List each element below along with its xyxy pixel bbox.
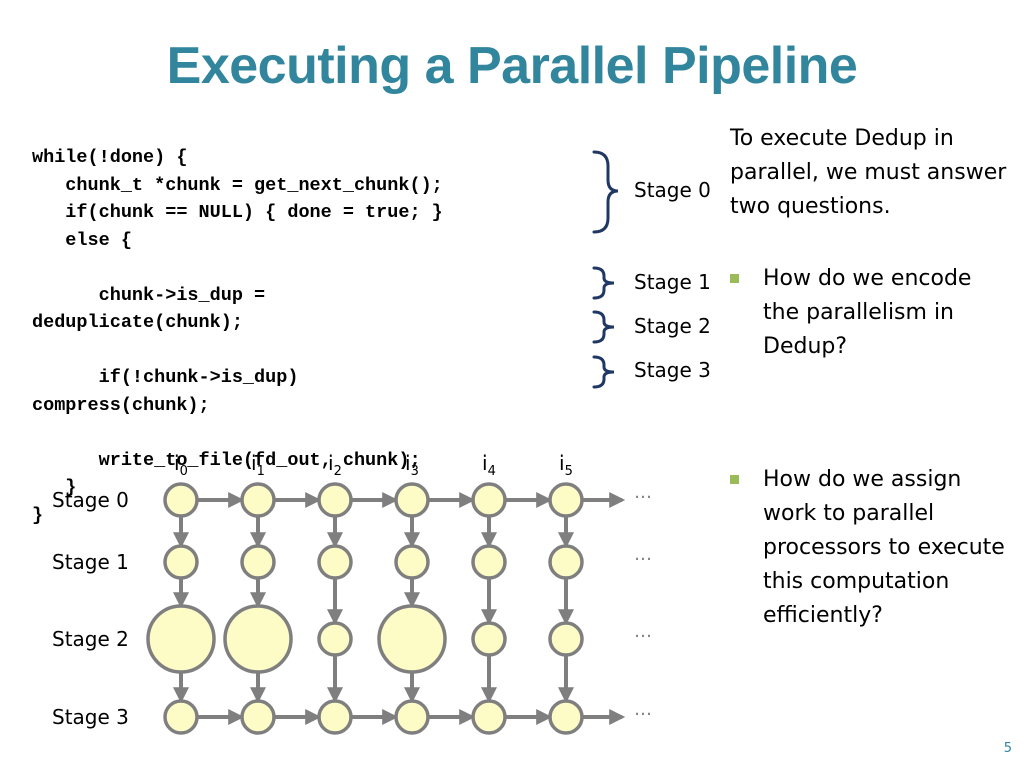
code-block: while(!done) { chunk_t *chunk = get_next…	[32, 144, 443, 529]
pipeline-node	[548, 544, 584, 580]
code-line: if(chunk == NULL) { done = true; }	[32, 202, 443, 223]
stage-row-label: Stage 2	[52, 627, 129, 651]
stage-row-label: Stage 0	[52, 488, 129, 512]
iteration-label: i2	[328, 451, 342, 479]
pipeline-node	[163, 544, 199, 580]
code-line: while(!done) {	[32, 147, 188, 168]
page-number: 5	[1003, 741, 1012, 756]
brace-stage-2	[592, 310, 615, 344]
code-line: compress(chunk);	[32, 394, 210, 416]
iteration-label: i0	[174, 451, 188, 479]
bullet-text: How do we assign work to parallel proces…	[763, 467, 1005, 628]
brace-label-stage-3: Stage 3	[634, 358, 711, 382]
pipeline-node	[471, 482, 507, 518]
pipeline-node	[240, 482, 276, 518]
code-line: chunk->is_dup =	[32, 284, 266, 306]
iteration-label: i3	[405, 451, 419, 479]
iteration-label: i1	[251, 451, 265, 479]
pipeline-node	[317, 482, 353, 518]
brace-stage-3	[592, 355, 615, 389]
bullet-marker-icon	[730, 274, 739, 283]
pipeline-node	[240, 544, 276, 580]
code-line: }	[32, 504, 44, 526]
pipeline-node	[394, 482, 430, 518]
stage-row-label: Stage 1	[52, 550, 129, 574]
pipeline-node	[317, 699, 353, 735]
ellipsis-label: …	[634, 544, 652, 565]
bullet-item: How do we assign work to parallel proces…	[730, 463, 1010, 633]
brace-stage-1	[592, 266, 615, 300]
iteration-label: i5	[559, 451, 573, 479]
brace-stage-0	[592, 150, 619, 234]
ellipsis-label: …	[634, 482, 652, 503]
slide-title: Executing a Parallel Pipeline	[166, 37, 858, 95]
pipeline-node	[163, 699, 199, 735]
intro-text: To execute Dedup in parallel, we must an…	[730, 126, 1007, 219]
code-line: if(!chunk->is_dup)	[32, 367, 299, 388]
bullet-marker-icon	[730, 475, 739, 484]
pipeline-node	[317, 621, 353, 657]
pipeline-node	[548, 482, 584, 518]
code-line: deduplicate(chunk);	[32, 312, 243, 333]
pipeline-node	[471, 544, 507, 580]
pipeline-node	[394, 699, 430, 735]
pipeline-node	[471, 699, 507, 735]
ellipsis-label: …	[634, 621, 652, 642]
bullet-item: How do we encode the parallelism in Dedu…	[730, 262, 1010, 364]
pipeline-node	[394, 544, 430, 580]
pipeline-node	[548, 699, 584, 735]
stage-row-label: Stage 3	[52, 705, 129, 729]
iteration-label: i4	[482, 451, 496, 479]
pipeline-node	[240, 699, 276, 735]
code-line: }	[32, 477, 77, 498]
brace-label-stage-2: Stage 2	[634, 314, 711, 338]
pipeline-node	[223, 604, 293, 674]
pipeline-node	[471, 621, 507, 657]
pipeline-node	[377, 604, 447, 674]
ellipsis-label: …	[634, 699, 652, 720]
pipeline-node	[548, 621, 584, 657]
brace-label-stage-0: Stage 0	[634, 178, 711, 202]
pipeline-node	[163, 482, 199, 518]
code-line: else {	[32, 229, 132, 251]
pipeline-node	[317, 544, 353, 580]
code-line: chunk_t *chunk = get_next_chunk();	[32, 174, 443, 196]
code-line: write_to_file(fd_out, chunk);	[32, 449, 421, 471]
pipeline-node	[146, 604, 216, 674]
brace-label-stage-1: Stage 1	[634, 270, 711, 294]
bullet-text: How do we encode the parallelism in Dedu…	[763, 266, 972, 359]
